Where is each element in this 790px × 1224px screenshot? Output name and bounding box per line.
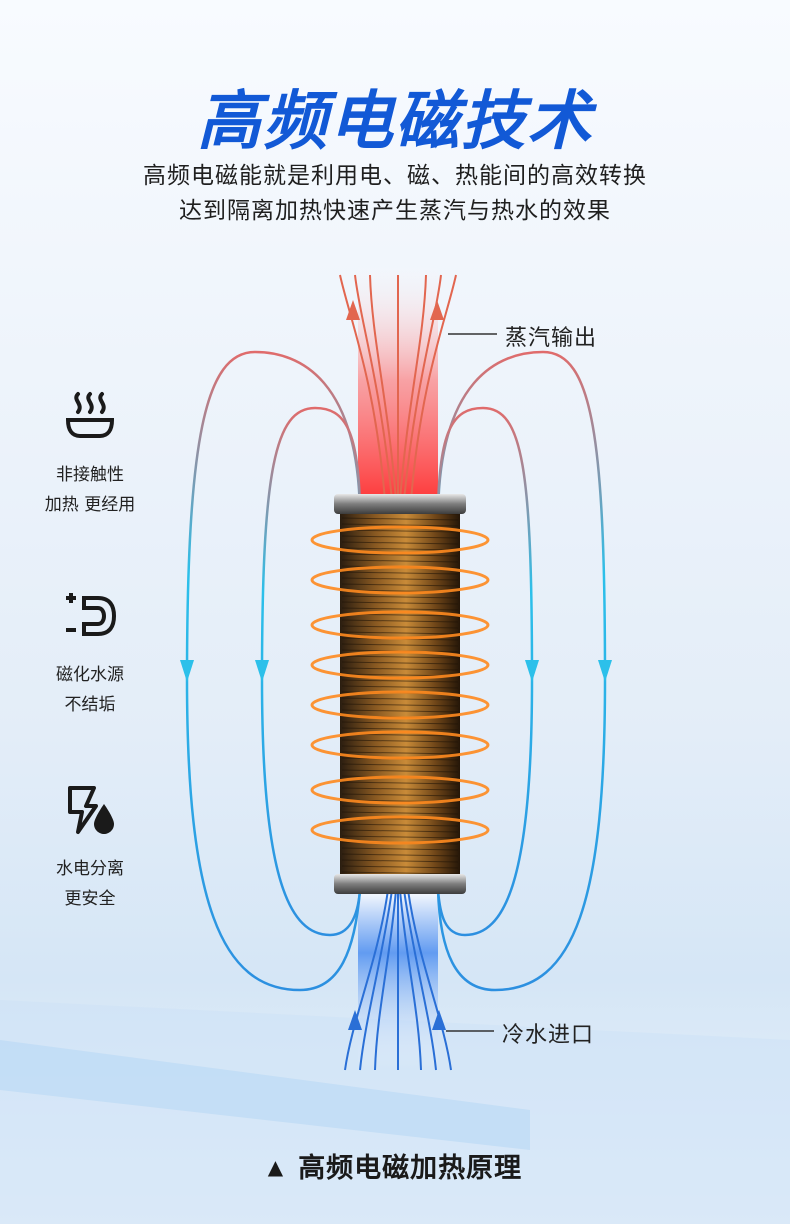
coil-winding xyxy=(341,823,459,827)
coil-winding xyxy=(341,523,459,527)
coil-winding xyxy=(341,535,459,539)
feature-separation: 水电分离 更安全 xyxy=(20,780,160,914)
magnet-icon xyxy=(60,586,120,646)
steam-output-label: 蒸汽输出 xyxy=(505,326,598,351)
steam-arrows xyxy=(346,300,444,320)
coil-winding xyxy=(341,571,459,575)
page-title: 高频电磁技术 xyxy=(197,85,593,159)
water-flow-lines xyxy=(344,889,452,1071)
coil-winding xyxy=(341,619,459,623)
coil-winding xyxy=(341,547,459,551)
steam-flow-lines xyxy=(339,274,457,501)
field-arrows xyxy=(180,660,612,682)
coil-winding xyxy=(341,739,459,743)
coil-winding xyxy=(341,709,459,713)
feature-line1: 磁化水源 xyxy=(56,665,124,685)
coil-body xyxy=(340,508,460,884)
coil-winding xyxy=(341,811,459,815)
cold-water-input-label: 冷水进口 xyxy=(502,1023,595,1048)
coil-winding xyxy=(341,727,459,731)
subtitle-line1: 高频电磁能就是利用电、磁、热能间的高效转换 xyxy=(143,163,647,189)
coil-winding xyxy=(341,829,459,833)
coil-winding xyxy=(341,871,459,875)
coil-winding xyxy=(341,793,459,797)
coil-winding xyxy=(341,865,459,869)
coil-winding xyxy=(341,577,459,581)
coil-winding xyxy=(341,631,459,635)
feature-line2: 加热 更经用 xyxy=(44,495,136,515)
induction-ring xyxy=(310,775,490,805)
coil-winding xyxy=(341,679,459,683)
glass-slab xyxy=(0,1040,530,1150)
caption: ▲ 高频电磁加热原理 xyxy=(0,1146,790,1185)
coil-winding xyxy=(341,697,459,701)
coil-winding xyxy=(341,703,459,707)
water-electric-separation-icon xyxy=(60,780,120,840)
coil-winding xyxy=(341,859,459,863)
coil-winding xyxy=(341,835,459,839)
coil-winding xyxy=(341,805,459,809)
coil-winding xyxy=(341,625,459,629)
water-arrows xyxy=(348,1010,446,1030)
coil-winding xyxy=(341,601,459,605)
induction-ring xyxy=(310,730,490,760)
subtitle-line2: 达到隔离加热快速产生蒸汽与热水的效果 xyxy=(179,198,611,224)
caption-text: 高频电磁加热原理 xyxy=(298,1153,523,1184)
top-cap xyxy=(334,494,466,514)
coil-winding xyxy=(341,853,459,857)
feature-non-contact: 非接触性 加热 更经用 xyxy=(20,386,160,520)
coil-winding xyxy=(341,763,459,767)
feature-line1: 非接触性 xyxy=(56,465,124,485)
coil-winding xyxy=(341,721,459,725)
coil-winding xyxy=(341,643,459,647)
feature-line2: 更安全 xyxy=(64,889,116,909)
induction-ring xyxy=(310,525,490,555)
induction-ring xyxy=(310,650,490,680)
feature-line2: 不结垢 xyxy=(64,695,116,715)
induction-ring xyxy=(310,815,490,845)
feature-magnetized: 磁化水源 不结垢 xyxy=(20,586,160,720)
coil-winding xyxy=(341,745,459,749)
coil-winding xyxy=(341,517,459,521)
coil-winding xyxy=(341,559,459,563)
coil-winding xyxy=(341,769,459,773)
coil-winding xyxy=(341,655,459,659)
induction-ring xyxy=(310,610,490,640)
coil-winding xyxy=(341,787,459,791)
coil-winding xyxy=(341,751,459,755)
coil-winding xyxy=(341,667,459,671)
coil-winding xyxy=(341,583,459,587)
bottom-cap xyxy=(334,874,466,894)
coil-winding xyxy=(341,595,459,599)
induction-ring xyxy=(310,690,490,720)
coil-winding xyxy=(341,607,459,611)
steam-icon xyxy=(60,386,120,446)
induction-rings xyxy=(310,525,490,845)
coil-winding xyxy=(341,541,459,545)
triangle-icon: ▲ xyxy=(267,1155,285,1179)
coil-winding xyxy=(341,553,459,557)
feature-line1: 水电分离 xyxy=(56,859,124,879)
coil-winding xyxy=(341,781,459,785)
coil-winding xyxy=(341,847,459,851)
magnetic-field-lines xyxy=(185,350,607,992)
coil-winding xyxy=(341,685,459,689)
coil-winding xyxy=(341,529,459,533)
induction-ring xyxy=(310,565,490,595)
coil-winding xyxy=(341,661,459,665)
